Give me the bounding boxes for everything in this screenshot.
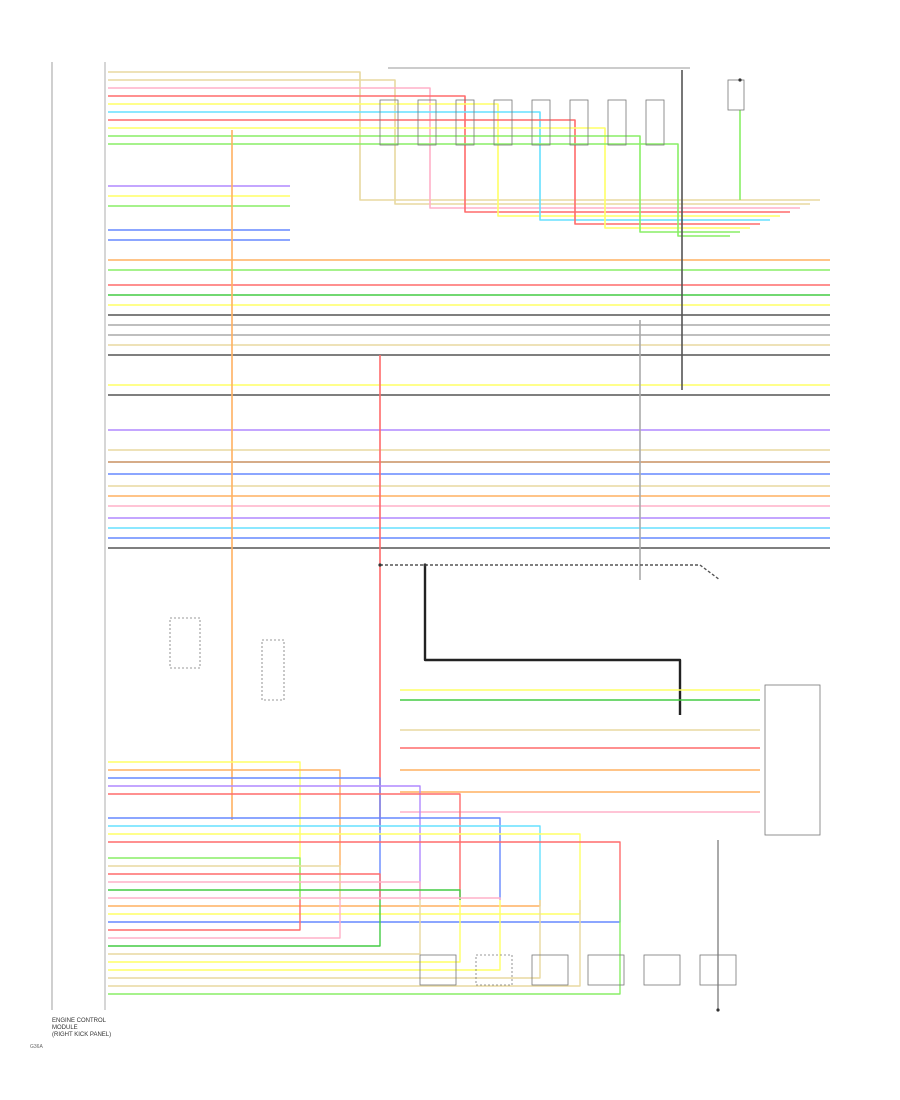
upper-component-0 xyxy=(379,99,399,146)
top-wire-8 xyxy=(108,135,740,233)
bottom-wire-15 xyxy=(108,900,541,907)
top-wire-3 xyxy=(108,95,790,213)
bottom-wire-2 xyxy=(108,777,381,900)
bottom-wire-6 xyxy=(108,825,541,900)
upper-component-2 xyxy=(455,99,475,146)
thick-signal-path xyxy=(423,565,682,715)
shielded-line xyxy=(380,564,721,581)
bottom-wire-22 xyxy=(108,900,461,963)
top-wire-9 xyxy=(108,143,730,237)
bottom-wire-24 xyxy=(108,900,541,979)
diagram-id: G36A xyxy=(30,1044,43,1050)
lower-sensor-5 xyxy=(699,954,737,986)
bottom-wire-9 xyxy=(108,857,301,900)
bottom-wire-20 xyxy=(108,900,381,947)
bottom-wire-1 xyxy=(108,769,341,900)
top-wire-7 xyxy=(108,127,750,229)
lower-sensor-0 xyxy=(419,954,457,986)
top-wire-2 xyxy=(108,87,800,209)
top-wire-5 xyxy=(108,111,770,221)
bottom-wire-8 xyxy=(108,841,621,900)
left-relay-component xyxy=(169,617,201,669)
bottom-wire-11 xyxy=(108,873,381,900)
ecm-label: ENGINE CONTROL MODULE (RIGHT KICK PANEL) xyxy=(52,1018,112,1038)
upper-component-4 xyxy=(531,99,551,146)
bottom-wire-16 xyxy=(108,900,581,915)
ground-dot xyxy=(716,1008,720,1012)
bottom-wire-21 xyxy=(108,900,421,955)
bottom-wire-10 xyxy=(108,865,341,900)
bottom-wire-23 xyxy=(108,900,501,971)
bottom-wire-3 xyxy=(108,785,421,900)
upper-component-3 xyxy=(493,99,513,146)
upper-component-7 xyxy=(645,99,665,146)
bottom-wire-0 xyxy=(108,761,301,900)
lower-sensor-2 xyxy=(531,954,569,986)
bottom-wire-14 xyxy=(108,897,501,900)
bottom-wire-12 xyxy=(108,881,421,900)
bottom-wire-18 xyxy=(108,900,301,931)
top-wire-6 xyxy=(108,119,760,225)
lock-relay-component xyxy=(261,639,285,701)
bottom-wire-17 xyxy=(108,900,621,923)
top-wire-1 xyxy=(108,79,810,205)
top-splice-dot xyxy=(738,78,742,82)
upper-component-5 xyxy=(569,99,589,146)
bottom-wire-7 xyxy=(108,833,581,900)
bottom-wire-5 xyxy=(108,817,501,900)
components-layer xyxy=(169,78,821,1012)
bottom-wire-19 xyxy=(108,900,341,939)
upper-component-1 xyxy=(417,99,437,146)
upper-component-6 xyxy=(607,99,627,146)
bottom-wire-25 xyxy=(108,900,581,987)
lower-sensor-4 xyxy=(643,954,681,986)
right-module-box xyxy=(764,684,821,836)
splice-dot-a xyxy=(378,563,382,567)
top-wire-4 xyxy=(108,103,780,217)
wires-layer xyxy=(51,62,830,1010)
upper-right-component xyxy=(727,79,745,111)
bottom-wire-26 xyxy=(108,900,621,995)
lower-sensor-1 xyxy=(475,954,513,986)
lower-sensor-3 xyxy=(587,954,625,986)
bottom-wire-4 xyxy=(108,793,461,900)
splice-dot-b xyxy=(423,563,427,567)
bottom-wire-13 xyxy=(108,889,461,900)
